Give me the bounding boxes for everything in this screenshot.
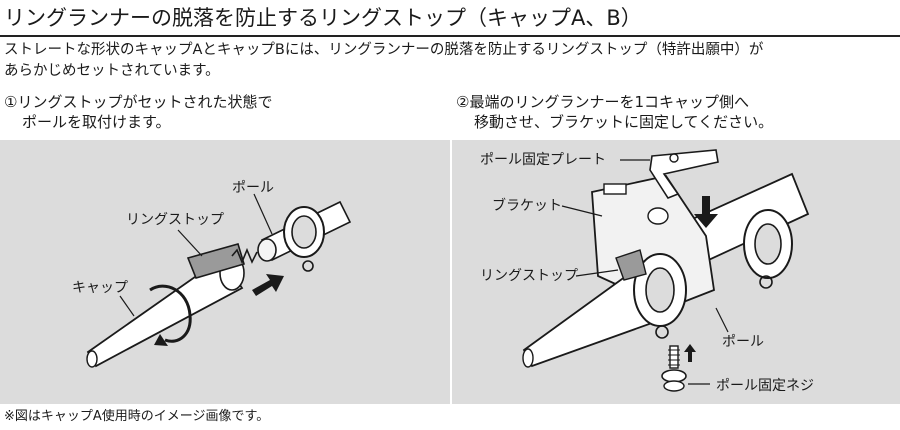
step-2-drawing: ポール固定プレート ブラケット リングストップ ポール ポール固定ネジ bbox=[480, 149, 814, 394]
label-pole: ポール bbox=[232, 180, 274, 196]
footnote: ※図はキャップA使用時のイメージ画像です。 bbox=[4, 409, 270, 424]
ring-runner-left-shape bbox=[633, 253, 687, 339]
step-2-line-2: 移動させ、ブラケットに固定してください。 bbox=[474, 113, 774, 131]
step-1-line-1: ①リングストップがセットされた状態で bbox=[4, 93, 273, 111]
page-title: リングランナーの脱落を防止するリングストップ（キャップA、B） bbox=[4, 6, 642, 30]
step-2-heading: ②最端のリングランナーを1コキャップ側へ 移動させ、ブラケットに固定してください… bbox=[456, 92, 773, 132]
step-1-line-2: ポールを取付けます。 bbox=[22, 113, 171, 131]
label-fixing-screw: ポール固定ネジ bbox=[716, 378, 814, 394]
label-cap: キャップ bbox=[72, 280, 128, 296]
step-1-illustration: ポール リングストップ キャップ bbox=[0, 140, 450, 404]
title-divider bbox=[0, 35, 900, 37]
description-line-2: あらかじめセットされています。 bbox=[4, 63, 220, 79]
step-1-drawing: ポール リングストップ キャップ bbox=[72, 180, 352, 368]
description: ストレートな形状のキャップAとキャップBには、リングランナーの脱落を防止するリン… bbox=[4, 40, 763, 82]
screw-up-arrow-icon bbox=[684, 344, 696, 362]
label-ring-stop: リングストップ bbox=[480, 268, 578, 284]
description-line-1: ストレートな形状のキャップAとキャップBには、リングランナーの脱落を防止するリン… bbox=[4, 42, 764, 58]
fixing-screw-shape bbox=[661, 345, 687, 392]
ring-runner-right-shape bbox=[743, 209, 793, 289]
step-2-illustration: ポール固定プレート ブラケット リングストップ ポール ポール固定ネジ bbox=[452, 140, 900, 404]
ring-stop-shape bbox=[615, 249, 647, 281]
down-arrow-icon bbox=[694, 196, 718, 228]
step-2-line-1: ②最端のリングランナーを1コキャップ側へ bbox=[456, 93, 749, 111]
rotate-arrow-icon bbox=[149, 284, 192, 346]
ring-runner-shape bbox=[283, 206, 325, 272]
step-1-heading: ①リングストップがセットされた状態で ポールを取付けます。 bbox=[4, 92, 272, 132]
push-arrow-icon bbox=[252, 274, 284, 296]
label-fixing-plate: ポール固定プレート bbox=[480, 152, 606, 168]
label-pole: ポール bbox=[722, 334, 764, 350]
ring-stop-shape bbox=[186, 243, 258, 279]
label-bracket: ブラケット bbox=[492, 197, 562, 214]
label-ring-stop: リングストップ bbox=[126, 212, 224, 228]
cap-shape bbox=[86, 255, 245, 368]
fixing-plate-shape bbox=[649, 149, 719, 199]
